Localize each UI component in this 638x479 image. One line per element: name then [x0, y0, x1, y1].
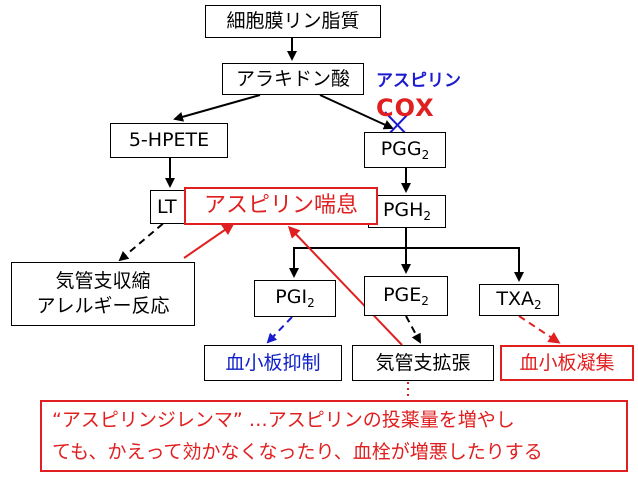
arachidonic-acid-box: アラキドン酸 [222, 63, 364, 95]
arrow-arachidonic-to-pgg [319, 94, 394, 130]
pgg2-box: PGG2 [364, 132, 446, 168]
cox-text: COX [376, 94, 435, 122]
dashed-pge-to-bronchodilation [405, 315, 421, 344]
arrow-pgh-to-pgi [289, 228, 407, 278]
bronchoconstriction-box: 気管支収縮 アレルギー反応 [11, 262, 195, 326]
membrane-phospholipid-box: 細胞膜リン脂質 [205, 5, 381, 38]
cox-enzyme-label: COX [376, 94, 435, 122]
arrow-arachidonic-to-hpete [173, 94, 261, 122]
red-arrow-bronchodilation-to-asthma [287, 225, 403, 346]
dashed-txa-to-platelet-aggregation [518, 315, 561, 344]
aspirin-text: アスピリン [376, 71, 461, 91]
pgi2-label: PGI2 [275, 286, 315, 310]
bronchodilation-box: 気管支拡張 [352, 345, 494, 381]
pgh2-box: PGH2 [368, 195, 446, 228]
dilemma-line-1: “アスピリンジレンマ” …アスピリンの投薬量を増やし [52, 409, 515, 431]
pgg2-label: PGG2 [380, 137, 430, 162]
lt-label: LT [157, 195, 177, 218]
aspirin-inhibitor-label: アスピリン [376, 66, 461, 91]
dashed-pgi-to-platelet-inhibit [266, 316, 293, 344]
aspirin-asthma-label: アスピリン喘息 [203, 193, 358, 218]
platelet-aggregation-box: 血小板凝集 [500, 345, 634, 381]
txa2-box: TXA2 [479, 284, 559, 316]
hpete-label: 5-HPETE [128, 129, 210, 151]
aspirin-dilemma-note: “アスピリンジレンマ” …アスピリンの投薬量を増やし ても、かえって効かなくなっ… [40, 400, 628, 472]
platelet-aggregation-label: 血小板凝集 [519, 351, 615, 374]
arrow-pgh-to-txa [406, 247, 524, 282]
pgh2-label: PGH2 [382, 199, 432, 223]
pge2-label: PGE2 [383, 283, 429, 308]
pge2-box: PGE2 [364, 276, 448, 316]
platelet-inhibition-box: 血小板抑制 [204, 345, 342, 381]
membrane-phospholipid-label: 細胞膜リン脂質 [226, 10, 360, 32]
aspirin-asthma-box: アスピリン喘息 [184, 187, 378, 225]
txa2-label: TXA2 [496, 287, 542, 312]
arachidonic-acid-label: アラキドン酸 [235, 67, 350, 90]
bronchodilation-label: 気管支拡張 [375, 351, 471, 374]
bronchoconstriction-label: 気管支収縮 [55, 270, 151, 293]
red-arrow-broncho-to-asthma [183, 223, 235, 259]
allergic-reaction-label: アレルギー反応 [36, 295, 170, 317]
pgi2-box: PGI2 [254, 280, 336, 317]
dilemma-line-2: ても、かえって効かなくなったり、血栓が増悪したりする [52, 441, 543, 463]
hpete-box: 5-HPETE [110, 123, 228, 158]
platelet-inhibition-label: 血小板抑制 [225, 351, 321, 374]
